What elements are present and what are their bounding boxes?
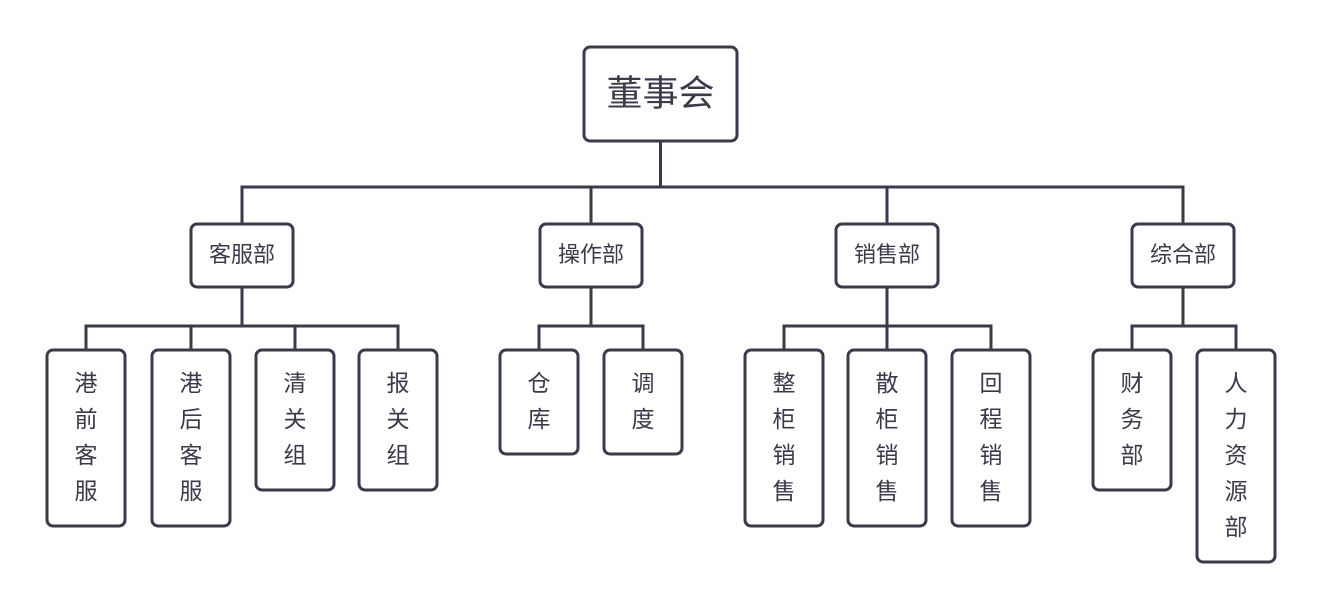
team-box: [1195, 348, 1277, 564]
team-label-char: 库: [528, 407, 551, 433]
team-label-char: 报: [387, 371, 410, 397]
team-label-char: 柜: [773, 407, 796, 433]
team-label-char: 销: [876, 443, 899, 469]
dept-label: 操作部: [558, 243, 624, 268]
team-label-char: 服: [180, 479, 203, 505]
team-label-char: 人: [1225, 371, 1248, 397]
team-label-char: 销: [980, 443, 1003, 469]
team-box: [357, 348, 439, 492]
team-box: [846, 348, 928, 528]
team-label-char: 部: [1225, 515, 1248, 541]
team-label-char: 调: [632, 371, 655, 397]
dept-label: 综合部: [1150, 243, 1216, 268]
team-label-char: 售: [876, 479, 899, 505]
team-box: [45, 348, 127, 528]
team-label: 调度: [632, 371, 655, 433]
team-label-char: 部: [1121, 443, 1144, 469]
team-label-char: 售: [773, 479, 796, 505]
team-label-char: 前: [75, 407, 98, 433]
team-label-char: 仓: [528, 371, 551, 397]
team-label: 报关组: [387, 371, 410, 469]
team-box: [150, 348, 232, 528]
team-label-char: 财: [1121, 371, 1144, 397]
team-label-char: 销: [773, 443, 796, 469]
team-label-char: 程: [980, 407, 1003, 433]
team-label-char: 组: [284, 443, 307, 469]
root-label: 董事会: [606, 74, 714, 115]
team-label-char: 散: [876, 371, 899, 397]
team-label-char: 后: [180, 407, 203, 433]
team-label-char: 售: [980, 479, 1003, 505]
team-label-char: 关: [387, 407, 410, 433]
team-label-char: 关: [284, 407, 307, 433]
team-label-char: 港: [75, 371, 98, 397]
team-label-char: 度: [632, 407, 655, 433]
team-label-char: 港: [180, 371, 203, 397]
team-label-char: 力: [1225, 407, 1248, 433]
team-label: 清关组: [284, 371, 307, 469]
team-box: [254, 348, 336, 492]
team-label-char: 组: [387, 443, 410, 469]
dept-label: 销售部: [854, 243, 920, 268]
dept-label: 客服部: [209, 243, 275, 268]
team-box: [743, 348, 825, 528]
team-label-char: 资: [1225, 443, 1248, 469]
team-label: 财务部: [1121, 371, 1144, 469]
team-box: [1091, 348, 1173, 492]
team-label-char: 客: [180, 443, 203, 469]
team-label-char: 客: [75, 443, 98, 469]
team-box: [950, 348, 1032, 528]
team-label: 仓库: [528, 371, 551, 433]
team-label-char: 柜: [876, 407, 899, 433]
team-box: [602, 348, 684, 456]
team-label-char: 源: [1225, 479, 1248, 505]
team-label-char: 务: [1121, 407, 1144, 433]
team-box: [498, 348, 580, 456]
team-label-char: 清: [284, 371, 307, 397]
team-label-char: 回: [980, 371, 1003, 397]
team-label-char: 服: [75, 479, 98, 505]
team-label-char: 整: [773, 371, 796, 397]
